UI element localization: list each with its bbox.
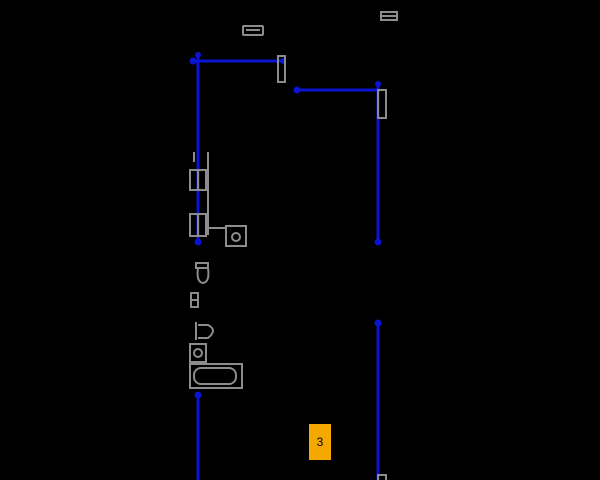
switch-icon [190, 292, 199, 308]
washbasin-icon [189, 322, 214, 363]
wall-node [189, 57, 197, 65]
door-icon [377, 89, 387, 119]
room-number-label: 3 [316, 435, 324, 449]
wall-node [374, 238, 382, 246]
door-icon [277, 55, 286, 83]
fixtures [189, 11, 398, 480]
window-icon [380, 11, 398, 21]
wall-node [374, 319, 382, 327]
bathtub-icon [189, 363, 243, 389]
toilet-icon [195, 262, 210, 285]
wall-node [293, 86, 301, 94]
walls [193, 52, 380, 480]
room-number-marker[interactable]: 3 [309, 424, 331, 460]
wall-node [375, 81, 381, 87]
window-icon [377, 474, 387, 480]
wall-node [195, 52, 201, 58]
wall-nodes [189, 52, 382, 399]
shelf-icon [189, 152, 209, 237]
window-icon [242, 25, 264, 36]
wall-node [194, 238, 202, 246]
sink-icon [208, 225, 247, 247]
wall-node [194, 391, 202, 399]
